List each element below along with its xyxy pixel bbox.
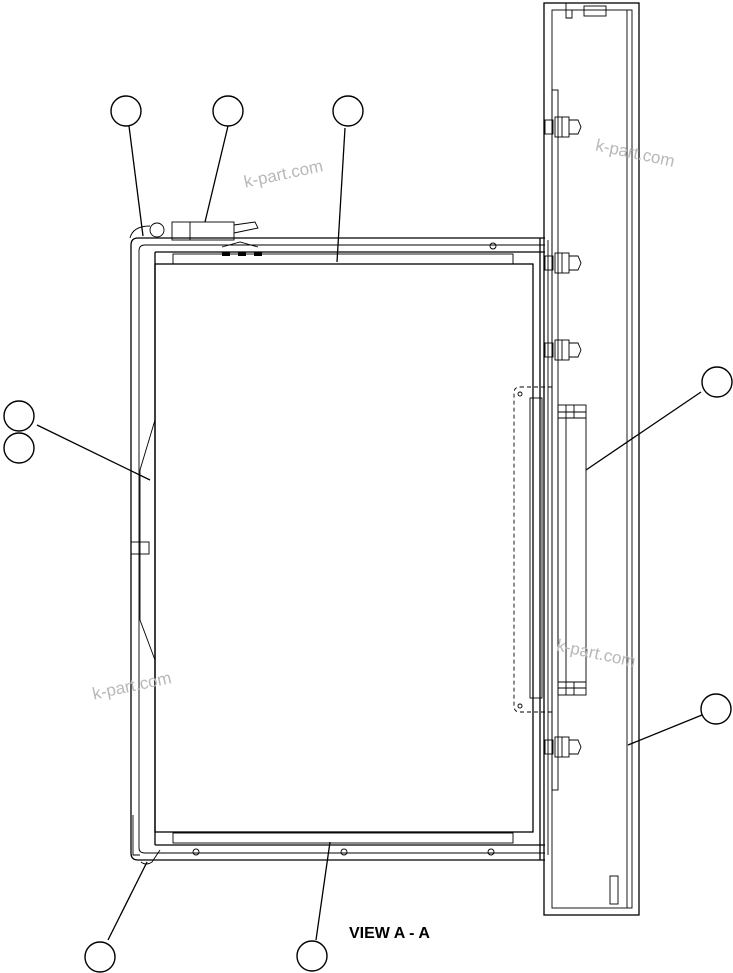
center-bracket bbox=[513, 386, 587, 713]
door-panel bbox=[543, 2, 640, 916]
callout-balloon bbox=[212, 95, 244, 127]
bolt-1 bbox=[544, 116, 582, 138]
mounting-bolts bbox=[544, 116, 582, 758]
watermarks: k-part.com k-part.com k-part.com k-part.… bbox=[91, 136, 677, 704]
callout-balloon bbox=[84, 941, 116, 973]
callout-balloon bbox=[700, 693, 732, 725]
box-frame bbox=[130, 237, 545, 865]
bolt-2 bbox=[544, 252, 582, 274]
leader-lines bbox=[36, 125, 703, 941]
callout-balloons bbox=[3, 95, 733, 973]
top-hinge bbox=[129, 221, 262, 256]
watermark: k-part.com bbox=[242, 156, 324, 191]
watermark: k-part.com bbox=[555, 636, 637, 671]
callout-balloon bbox=[332, 95, 364, 127]
callout-balloon bbox=[3, 432, 35, 464]
callout-balloon bbox=[296, 940, 328, 972]
callout-balloon bbox=[3, 400, 35, 432]
view-title: VIEW A - A bbox=[349, 925, 430, 942]
watermark: k-part.com bbox=[91, 668, 173, 703]
bolt-4 bbox=[544, 736, 582, 758]
bolt-3 bbox=[544, 339, 582, 361]
callout-balloon bbox=[110, 95, 142, 127]
watermark: k-part.com bbox=[594, 136, 676, 171]
callout-balloon bbox=[701, 366, 733, 398]
